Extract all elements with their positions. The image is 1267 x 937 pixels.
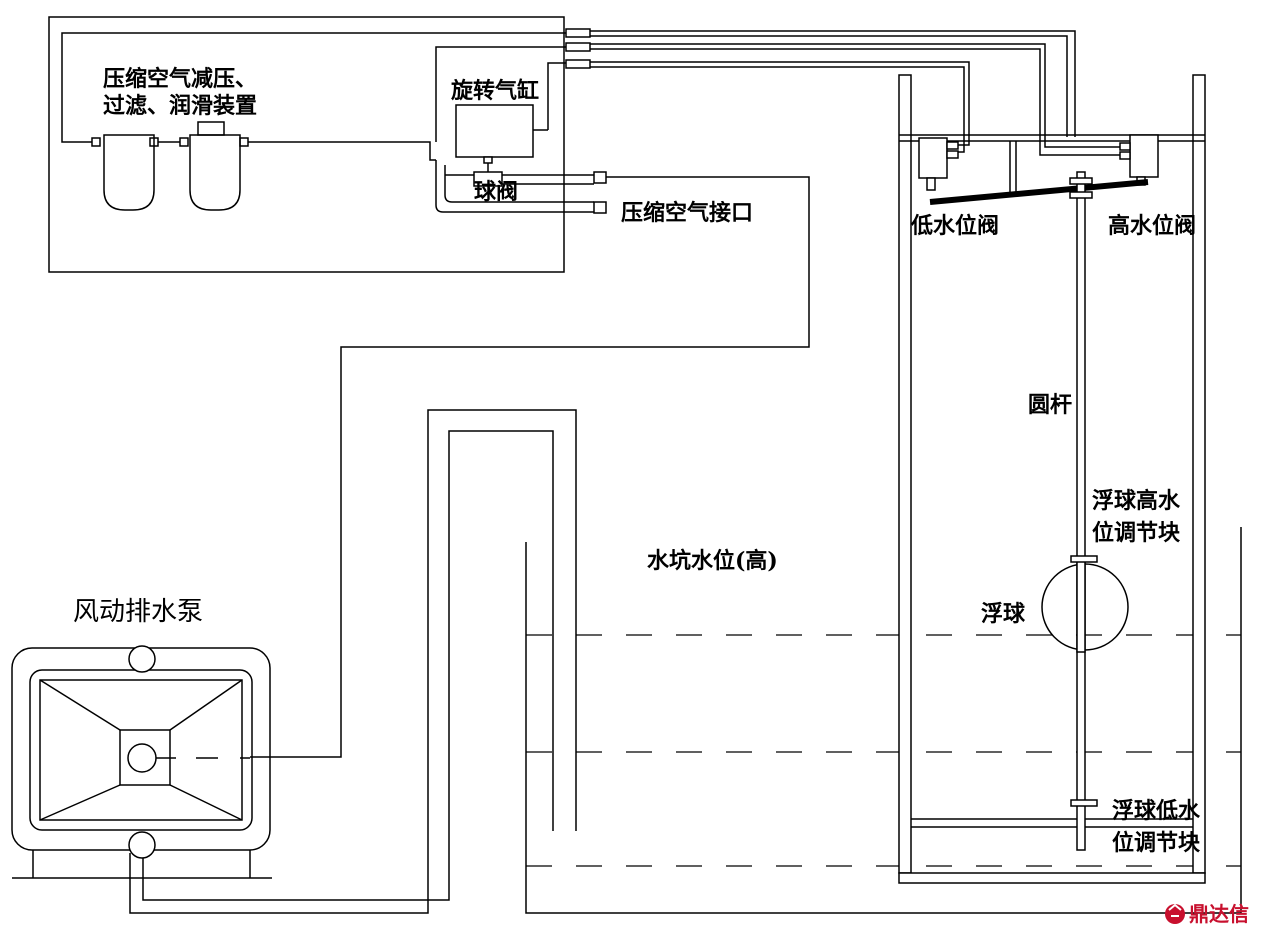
label-rod: 圆杆 xyxy=(1028,392,1072,418)
label-pump: 风动排水泵 xyxy=(73,597,203,627)
label-float: 浮球 xyxy=(981,601,1026,627)
label-float-low-2: 位调节块 xyxy=(1112,830,1201,856)
label-rotary-cylinder: 旋转气缸 xyxy=(451,78,539,104)
label-air-treatment-1: 压缩空气减压、 xyxy=(103,66,257,92)
label-pit-water-level: 水坑水位(高) xyxy=(647,548,778,574)
logo-text: 鼎达信 xyxy=(1189,902,1249,926)
air-lines-to-valves xyxy=(590,30,1123,156)
label-air-inlet: 压缩空气接口 xyxy=(621,200,753,226)
label-air-treatment-2: 过滤、润滑装置 xyxy=(103,93,257,119)
label-float-low-1: 浮球低水 xyxy=(1112,798,1201,824)
low-water-valve xyxy=(918,137,959,191)
brand-logo: 鼎达信 xyxy=(1165,902,1249,926)
air-supply-pipe xyxy=(250,176,810,758)
ball-valve-piping xyxy=(435,160,607,214)
discharge-pipe xyxy=(129,409,577,914)
high-water-valve xyxy=(1119,134,1159,186)
label-low-water-valve: 低水位阀 xyxy=(910,213,999,239)
valve-lever xyxy=(929,179,1149,205)
box-connectors xyxy=(565,28,591,69)
water-levels xyxy=(526,634,1241,867)
label-float-high-2: 位调节块 xyxy=(1092,520,1181,546)
label-ball-valve: 球阀 xyxy=(474,179,518,205)
rotary-cylinder xyxy=(455,104,548,180)
label-high-water-valve: 高水位阀 xyxy=(1108,213,1196,239)
float-rod xyxy=(1069,171,1093,851)
label-float-high-1: 浮球高水 xyxy=(1092,488,1181,514)
pneumatic-pump xyxy=(11,645,272,879)
logo-emblem-icon xyxy=(1165,904,1185,924)
float-frame xyxy=(898,74,1206,884)
control-box xyxy=(48,16,570,273)
pit-wall xyxy=(525,527,1242,914)
float-ball xyxy=(1041,555,1129,807)
filter-unit-1 xyxy=(91,134,159,211)
filter-unit-2 xyxy=(179,121,249,211)
